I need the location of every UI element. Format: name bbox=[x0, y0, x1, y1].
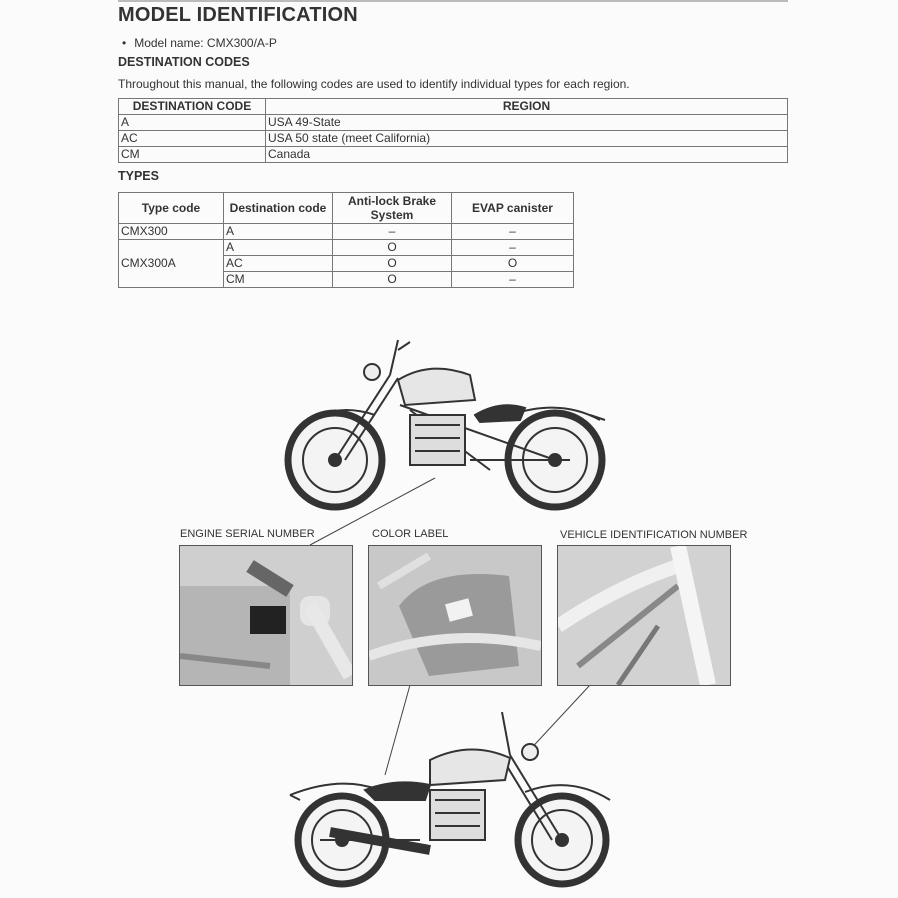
type-code-cell: CMX300A bbox=[118, 239, 224, 288]
table-header-row: Type code Destination code Anti-lock Bra… bbox=[118, 192, 574, 224]
page-title: MODEL IDENTIFICATION bbox=[118, 4, 358, 26]
top-rule bbox=[118, 0, 788, 2]
model-name-text: Model name: CMX300/A-P bbox=[134, 36, 277, 50]
abs-cell: O bbox=[332, 271, 452, 288]
region-cell: Canada bbox=[265, 146, 788, 163]
types-heading: TYPES bbox=[118, 169, 159, 183]
header-destination-code: Destination code bbox=[223, 192, 333, 224]
region-cell: USA 49-State bbox=[265, 114, 788, 131]
header-evap: EVAP canister bbox=[451, 192, 574, 224]
dest-code-cell: CM bbox=[118, 146, 266, 163]
table-row: AC O O bbox=[119, 255, 574, 272]
model-name-line: • Model name: CMX300/A-P bbox=[122, 36, 277, 50]
destination-codes-heading: DESTINATION CODES bbox=[118, 55, 250, 69]
vin-photo bbox=[557, 545, 731, 686]
engine-serial-number-label: ENGINE SERIAL NUMBER bbox=[180, 528, 315, 540]
engine-serial-number-photo bbox=[179, 545, 353, 686]
color-label-label: COLOR LABEL bbox=[372, 528, 449, 540]
vin-label: VEHICLE IDENTIFICATION NUMBER bbox=[560, 529, 748, 541]
header-destination-code: DESTINATION CODE bbox=[118, 98, 266, 115]
evap-cell: – bbox=[451, 271, 574, 288]
color-label-photo bbox=[368, 545, 542, 686]
destination-codes-table: DESTINATION CODE REGION A USA 49-State A… bbox=[118, 98, 788, 163]
dest-code-cell: CM bbox=[223, 271, 333, 288]
types-table: Type code Destination code Anti-lock Bra… bbox=[118, 192, 574, 288]
motorcycle-left-side-illustration bbox=[289, 711, 611, 888]
table-row: CMX300 A – – bbox=[118, 223, 574, 240]
table-row: CM Canada bbox=[118, 146, 788, 163]
motorcycle-right-side-illustration bbox=[284, 339, 606, 511]
table-row: CM O – bbox=[119, 271, 574, 288]
intro-paragraph: Throughout this manual, the following co… bbox=[118, 77, 630, 91]
bullet-icon: • bbox=[122, 36, 127, 50]
header-abs: Anti-lock Brake System bbox=[332, 192, 452, 224]
table-row: CMX300A A O – bbox=[118, 239, 574, 288]
